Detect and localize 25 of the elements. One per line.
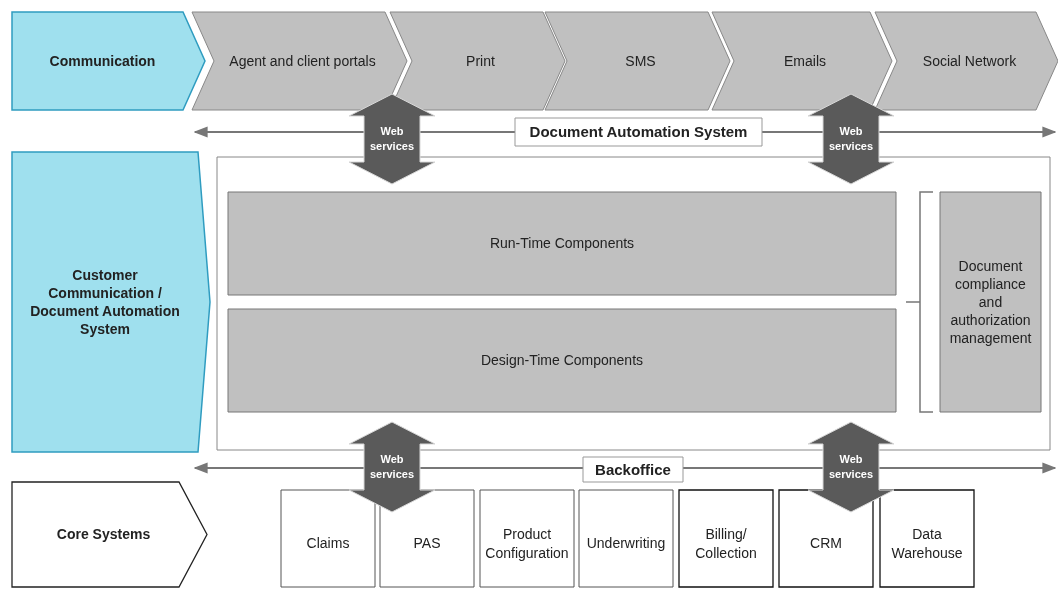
chevron-shape: Emails [712, 12, 892, 110]
system-box: Data Warehouse [880, 490, 974, 587]
component-box: Run-Time Components [228, 192, 896, 295]
component-box: Design-Time Components [228, 309, 896, 412]
chevron-shape: Agent and client portals [192, 12, 407, 110]
system-box: Product Configuration [480, 490, 574, 587]
double-arrow-shape: Web services [808, 422, 894, 512]
chevron-shape: Core Systems [12, 482, 207, 587]
system-box: PAS [380, 490, 474, 587]
double-arrow-shape: Web services [808, 94, 894, 184]
layer-label-box: Document Automation System [515, 118, 762, 146]
system-box: CRM [779, 490, 873, 587]
system-box: Claims [281, 490, 375, 587]
chevron-shape: Print [390, 12, 565, 110]
component-box: Document compliance and authorization management [940, 192, 1041, 412]
chevron-shape: Customer Communication / Document Automation System [12, 152, 210, 452]
chevron-shape: Communication [12, 12, 205, 110]
chevron-shape: Social Network [875, 12, 1058, 110]
layer-label-box: Backoffice [583, 457, 683, 482]
system-box: Underwriting [579, 490, 673, 587]
chevron-shape: SMS [545, 12, 730, 110]
system-box: Billing/ Collection [679, 490, 773, 587]
double-arrow-shape: Web services [349, 422, 435, 512]
system-panel [217, 157, 1050, 450]
double-arrow-shape: Web services [349, 94, 435, 184]
